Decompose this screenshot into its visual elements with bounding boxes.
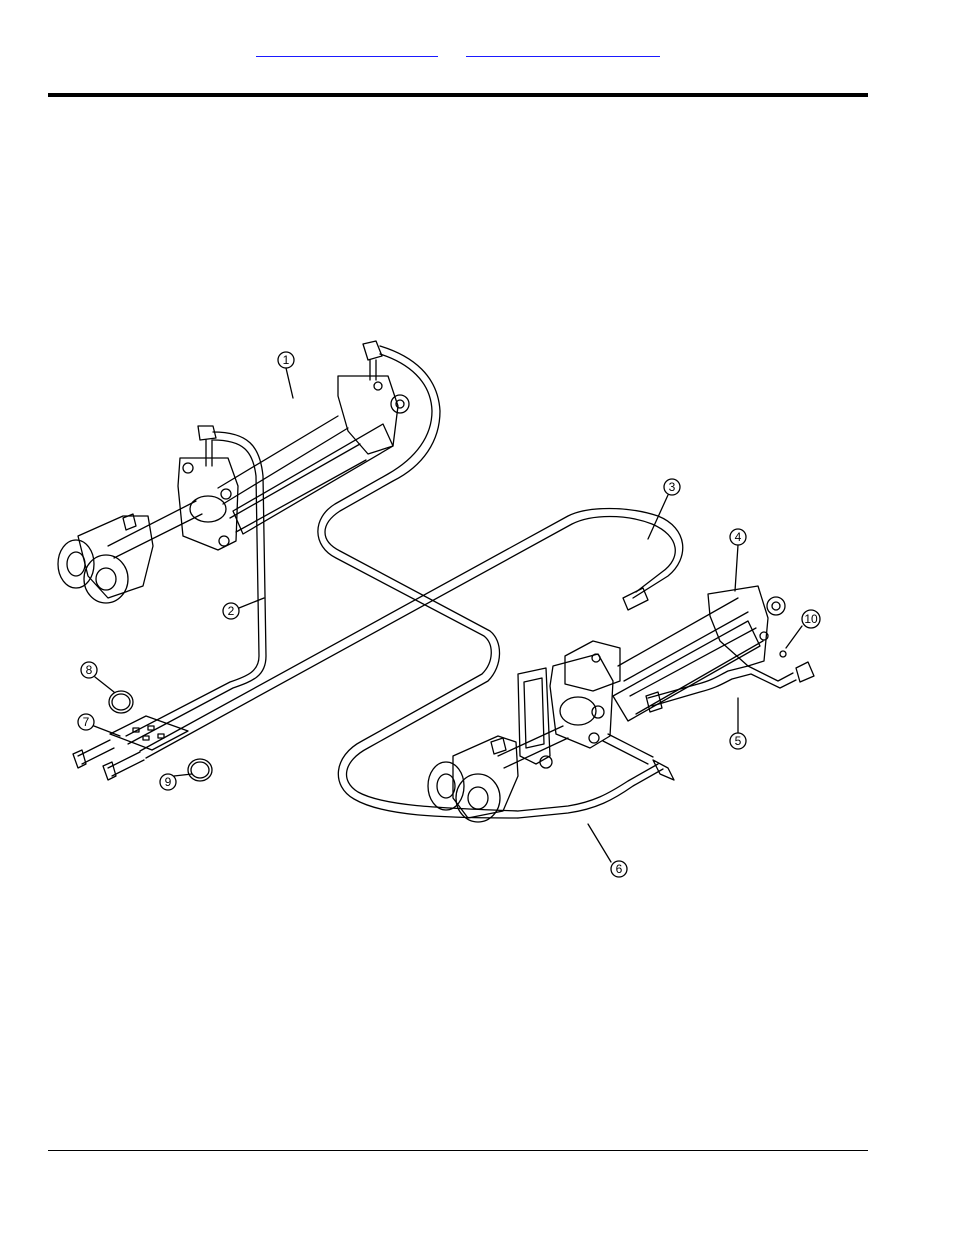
callout-5: 5 xyxy=(730,698,746,749)
svg-text:5: 5 xyxy=(735,734,742,748)
callout-6: 6 xyxy=(588,824,627,877)
svg-text:1: 1 xyxy=(283,353,290,367)
svg-text:10: 10 xyxy=(804,612,818,626)
clamp-9 xyxy=(188,759,212,781)
callout-9: 9 xyxy=(160,774,192,790)
upper-cylinder xyxy=(58,341,409,603)
footer-rule xyxy=(48,1150,868,1151)
svg-text:2: 2 xyxy=(228,604,235,618)
svg-text:9: 9 xyxy=(165,775,172,789)
hose-2 xyxy=(126,432,266,744)
coupler-plate xyxy=(73,716,188,780)
lower-cylinder xyxy=(428,586,785,822)
header-link-left[interactable] xyxy=(256,40,438,57)
svg-text:3: 3 xyxy=(669,480,676,494)
header-link-right[interactable] xyxy=(466,40,660,57)
callout-1: 1 xyxy=(278,352,294,398)
svg-text:4: 4 xyxy=(735,530,742,544)
svg-text:7: 7 xyxy=(83,715,90,729)
callout-10: 10 xyxy=(786,610,820,648)
hose-rear-loop xyxy=(318,346,674,818)
callout-4: 4 xyxy=(730,529,746,591)
hose-6 xyxy=(603,734,653,764)
svg-text:6: 6 xyxy=(616,862,623,876)
hydraulic-cylinder-diagram: 1 2 3 4 5 6 7 8 9 10 xyxy=(48,336,838,886)
callout-8: 8 xyxy=(81,662,114,692)
clamp-8 xyxy=(109,691,133,713)
header-rule xyxy=(48,93,868,97)
svg-text:8: 8 xyxy=(86,663,93,677)
